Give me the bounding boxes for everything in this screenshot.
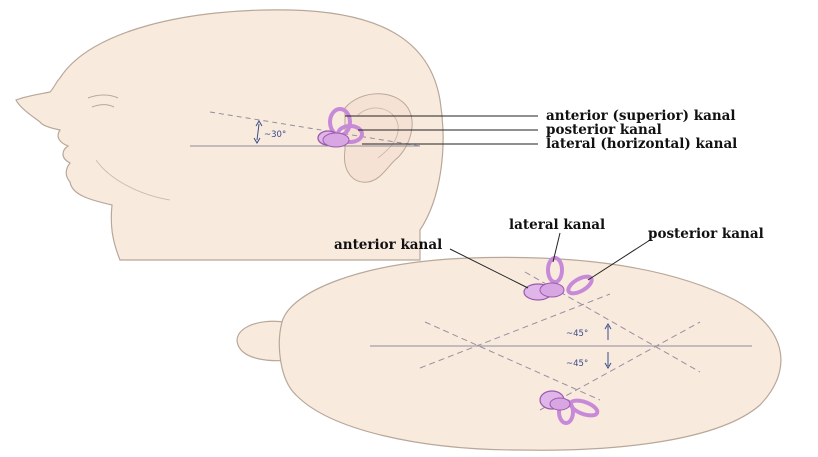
label-posterior-kanal-top: posterior kanal <box>648 226 764 242</box>
label-lateral-horizontal-kanal: lateral (horizontal) kanal <box>546 136 737 152</box>
label-lateral-kanal-top: lateral kanal <box>509 217 605 233</box>
top-vestibule-upper <box>540 283 564 297</box>
side-vestibule <box>323 133 349 147</box>
label-anterior-kanal-top: anterior kanal <box>334 237 442 253</box>
side-view: ~30° anterior (superior) kanal posterior… <box>16 10 737 260</box>
top-vestibule-lower <box>550 398 570 410</box>
side-angle-label: ~30° <box>264 130 286 140</box>
top-angle-label-lower: ~45° <box>566 359 588 369</box>
top-angle-label-upper: ~45° <box>566 329 588 339</box>
